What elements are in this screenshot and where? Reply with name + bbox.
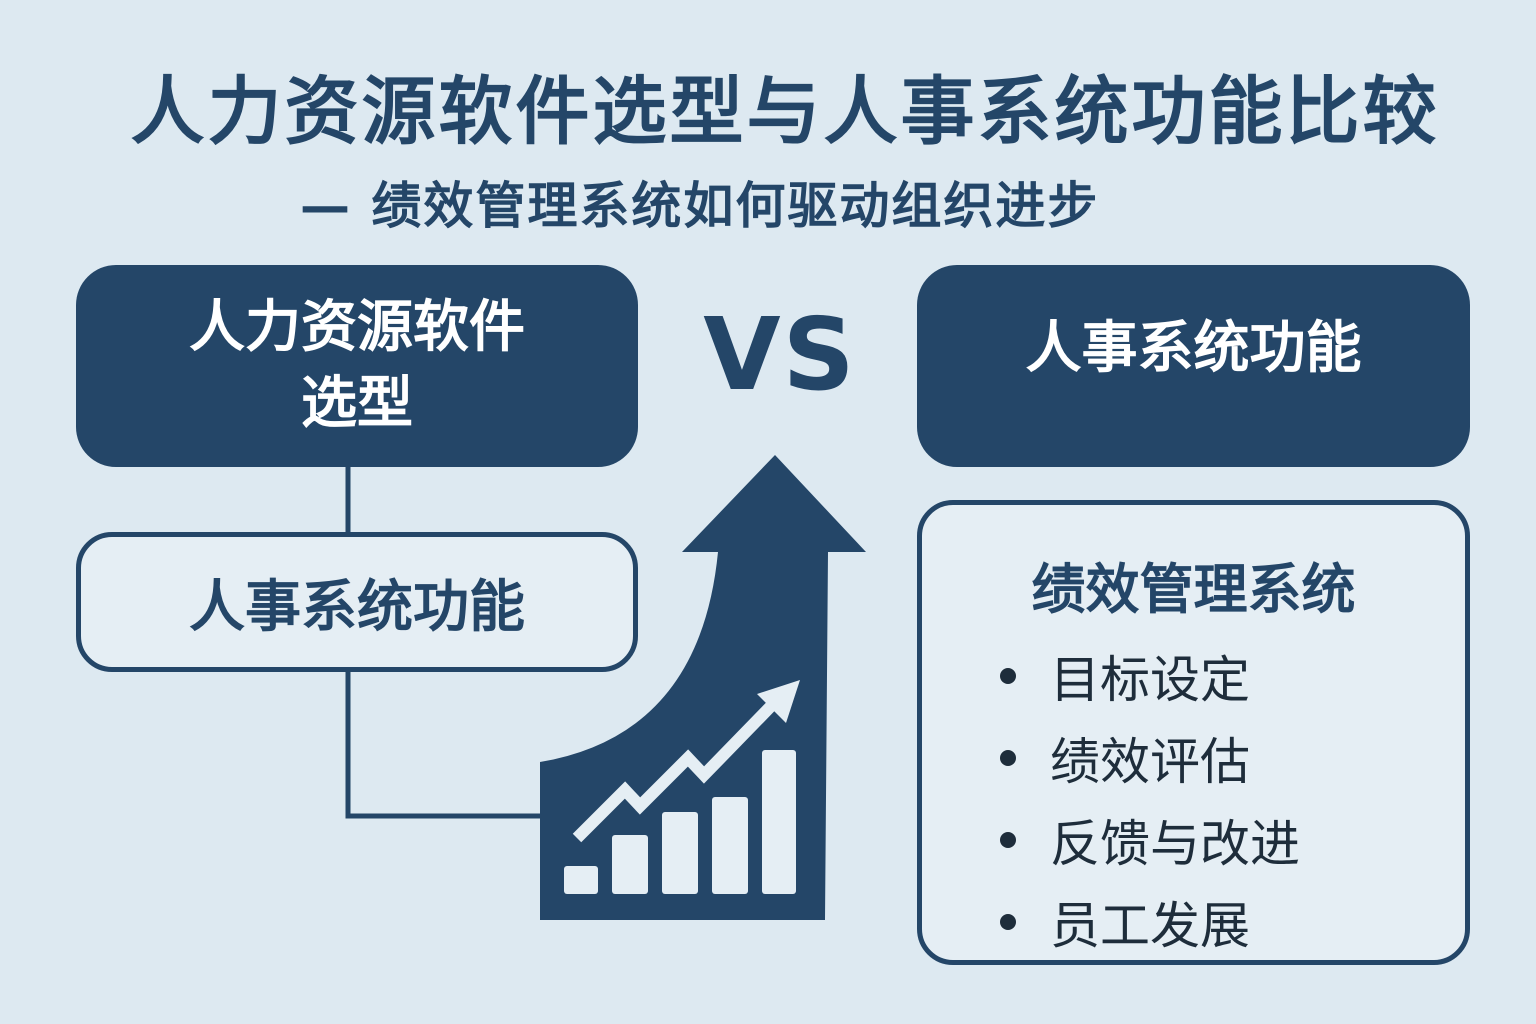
growth-arrow-icon <box>540 455 866 920</box>
bullet-icon <box>1000 832 1016 848</box>
list-item-label: 绩效评估 <box>1050 733 1250 791</box>
list-item: 绩效评估 <box>1000 717 1300 799</box>
list-item-label: 员工发展 <box>1050 897 1250 955</box>
connector-bottom <box>345 672 540 819</box>
list-item: 目标设定 <box>1000 635 1300 717</box>
list-item: 反馈与改进 <box>1000 799 1300 881</box>
hr-system-functions-box-left: 人事系统功能 <box>76 532 638 672</box>
list-item-label: 反馈与改进 <box>1050 815 1300 873</box>
bar-1 <box>564 866 598 894</box>
bar-2 <box>612 835 648 894</box>
performance-feature-list: 目标设定 绩效评估 反馈与改进 员工发展 <box>1000 635 1300 963</box>
list-item: 员工发展 <box>1000 881 1300 963</box>
page-title: 人力资源软件选型与人事系统功能比较 <box>130 69 1440 155</box>
list-item-label: 目标设定 <box>1050 651 1250 709</box>
bullet-icon <box>1000 750 1016 766</box>
vs-label: VS <box>703 296 857 413</box>
bullet-icon <box>1000 668 1016 684</box>
performance-system-box: 绩效管理系统 目标设定 绩效评估 反馈与改进 员工发展 <box>917 500 1470 965</box>
hr-system-functions-box-right: 人事系统功能 <box>917 265 1470 467</box>
bar-5 <box>762 750 796 894</box>
page-subtitle: — 绩效管理系统如何驱动组织进步 <box>300 177 1100 235</box>
trend-line-icon <box>572 680 800 843</box>
hr-software-label-line1: 人力资源软件 <box>189 295 525 360</box>
bar-3 <box>662 812 698 894</box>
hr-system-functions-label-right: 人事系统功能 <box>1025 316 1362 381</box>
bar-chart-icon <box>564 750 796 894</box>
hr-software-label-line2: 选型 <box>301 371 413 436</box>
hr-system-functions-label-left: 人事系统功能 <box>189 574 525 640</box>
hr-software-selection-box: 人力资源软件 选型 <box>76 265 638 467</box>
bar-4 <box>712 797 748 894</box>
performance-system-title: 绩效管理系统 <box>1031 558 1356 621</box>
bullet-icon <box>1000 914 1016 930</box>
